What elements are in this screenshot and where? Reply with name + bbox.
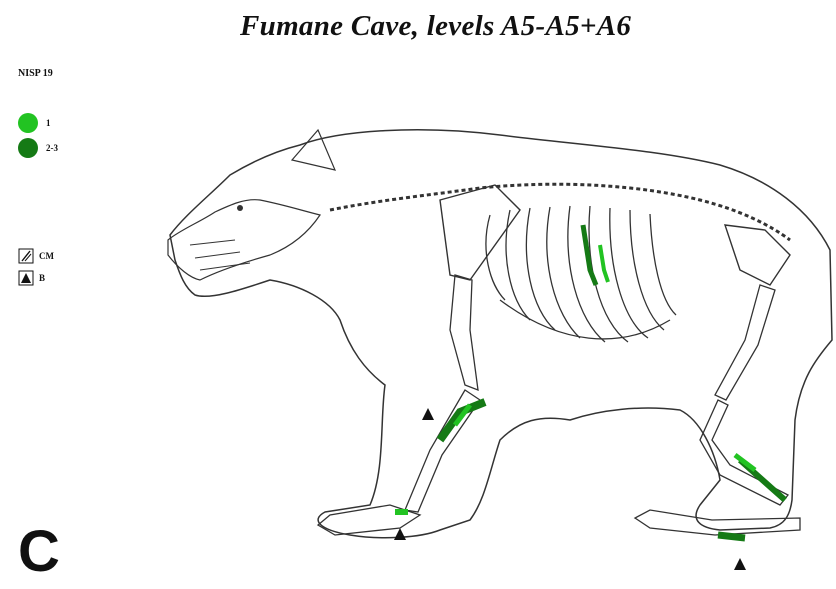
bear-ear — [292, 130, 335, 170]
bear-jaw — [190, 240, 250, 270]
highlighted-elements — [395, 225, 785, 538]
vertebral-column — [330, 184, 790, 240]
bear-eye — [237, 205, 243, 211]
scapula — [440, 185, 520, 280]
panel-letter: C — [18, 518, 60, 585]
bite-mark-marker — [422, 408, 434, 420]
pelvis — [725, 225, 790, 285]
highlight-rib-2 — [600, 245, 608, 282]
hindlimb-femur — [715, 285, 775, 400]
bite-mark-marker — [394, 528, 406, 540]
forelimb-humerus — [450, 275, 478, 390]
highlight-hindpaw-tarsal — [718, 535, 745, 538]
bite-mark-marker — [734, 558, 746, 570]
hindpaw — [635, 510, 800, 535]
